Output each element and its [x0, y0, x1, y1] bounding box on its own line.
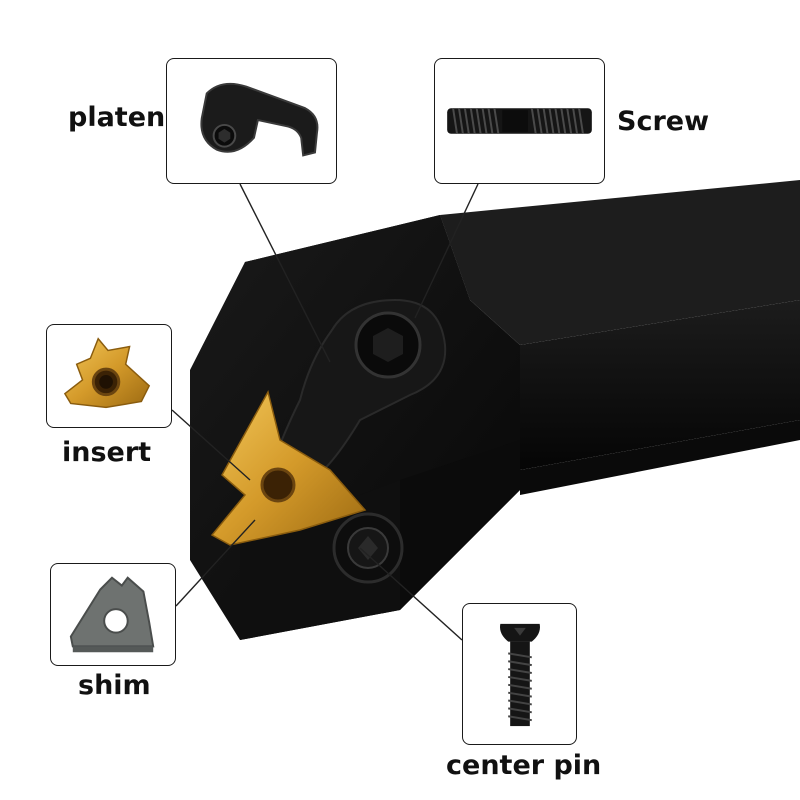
center-pin-screw-icon — [500, 623, 540, 727]
leader-insert — [171, 409, 251, 481]
platen-bore-hex — [373, 328, 403, 362]
leader-platen — [239, 183, 331, 363]
insert-shim-icon — [69, 576, 155, 653]
head-right-side — [400, 440, 520, 610]
shim-label: shim — [78, 670, 151, 701]
screw-label: Screw — [617, 106, 710, 137]
installed-insert-hole — [260, 467, 296, 503]
double-ended-screw-icon — [447, 108, 592, 134]
leader-shim — [175, 519, 256, 607]
leader-center-pin — [359, 547, 463, 641]
shim-callout — [50, 563, 176, 666]
screw-callout — [434, 58, 605, 184]
platen-label: platen — [68, 102, 166, 133]
threading-insert-icon — [63, 337, 151, 409]
center-pin-callout — [462, 603, 577, 745]
leader-lines — [171, 183, 479, 641]
clamp-platen-icon — [200, 82, 319, 157]
insert-callout — [46, 324, 172, 428]
leader-screw — [414, 183, 479, 319]
platen-callout — [166, 58, 337, 184]
shank-lower-face — [520, 420, 800, 495]
center-pin-label: center pin — [446, 750, 602, 781]
shank-front-face — [520, 300, 800, 470]
installed-insert — [210, 389, 367, 546]
insert-label: insert — [62, 437, 152, 468]
shank-top-face — [440, 180, 800, 345]
